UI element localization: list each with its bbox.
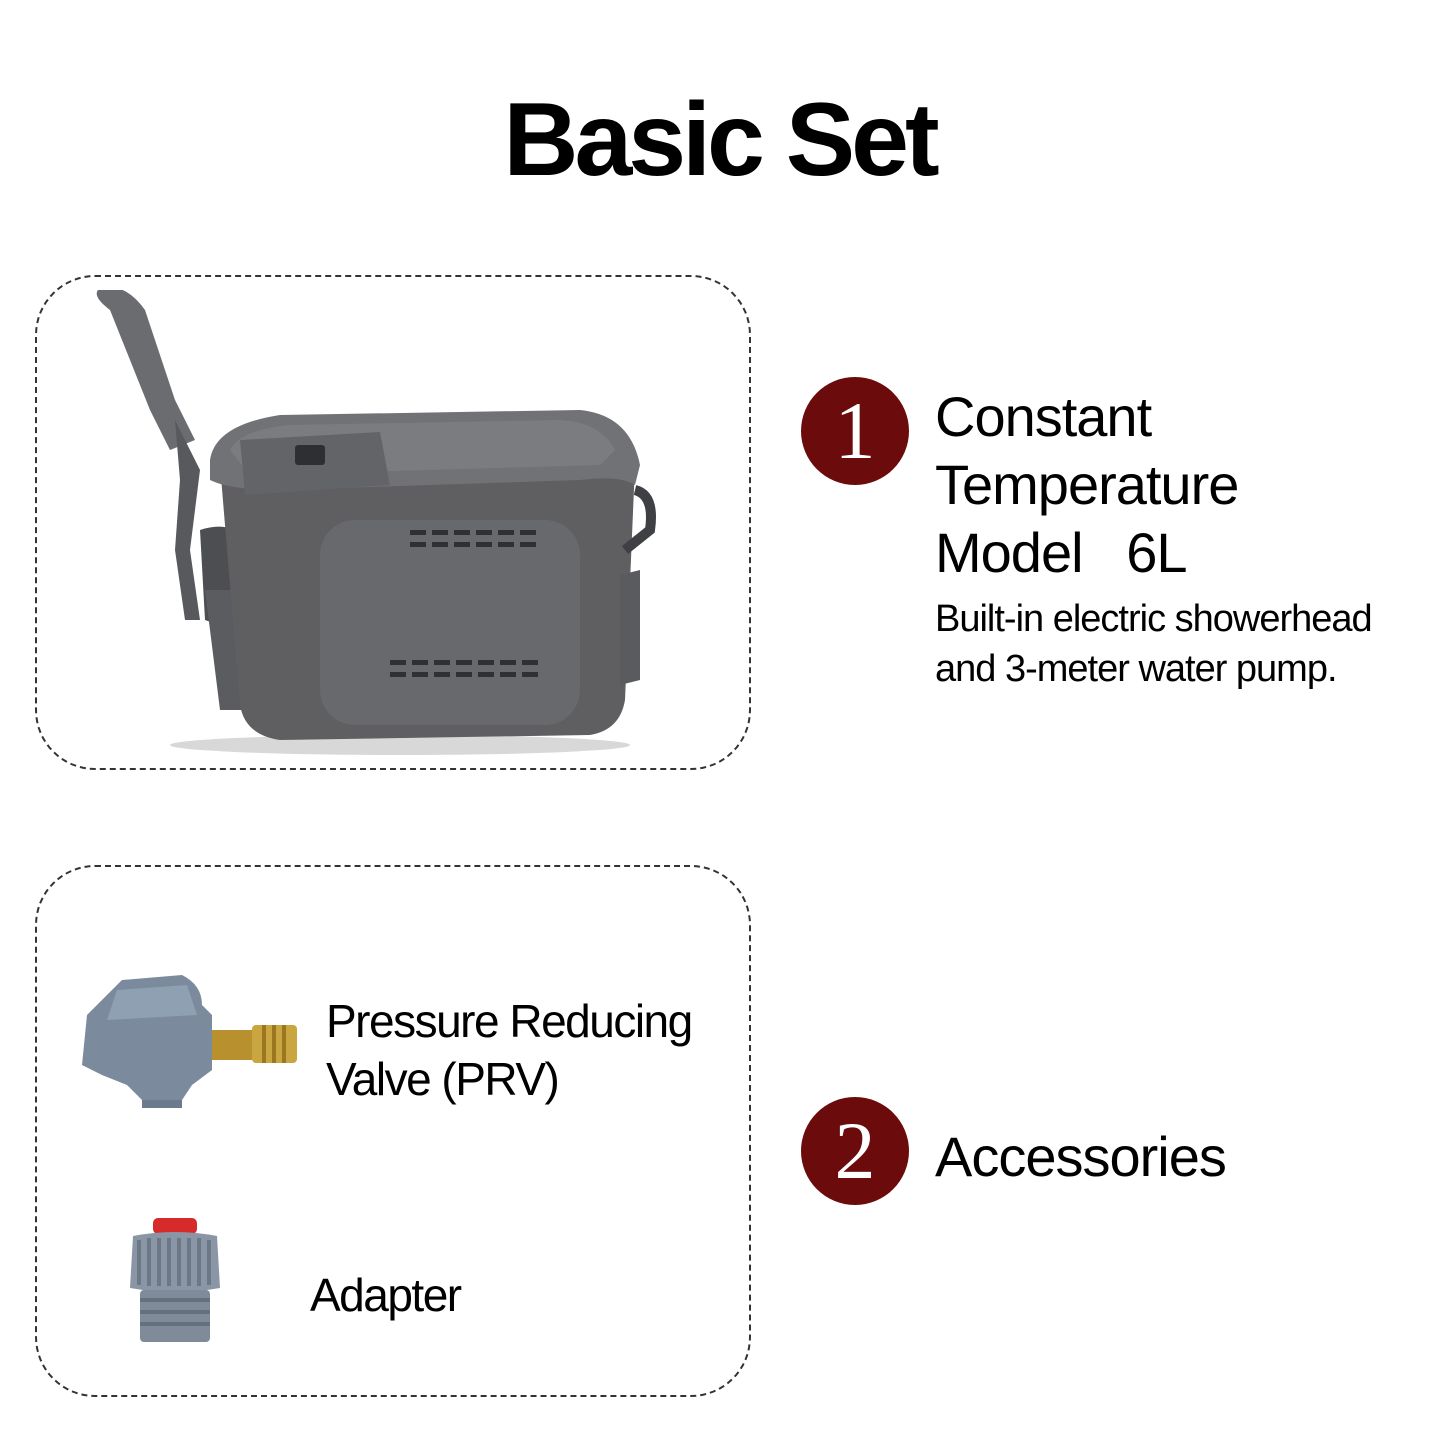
page-title: Basic Set — [503, 82, 939, 198]
step-number-2: 2 — [801, 1097, 909, 1205]
prv-label-line: Pressure Reducing — [326, 995, 693, 1047]
accessories-card — [35, 865, 751, 1397]
portable-shower-unit-image — [96, 290, 656, 755]
product-card — [35, 275, 751, 770]
item-1-description: Built-in electric showerhead and 3-meter… — [935, 598, 1373, 690]
prv-label-line: Valve (PRV) — [326, 1053, 560, 1105]
item-1-title-line: Constant — [935, 385, 1152, 448]
item-2-title: Accessories — [935, 1125, 1227, 1188]
adapter-icon — [130, 1218, 220, 1342]
item-1-title-line: Temperature — [935, 453, 1239, 516]
step-number-1: 1 — [801, 377, 909, 485]
item-1-title: Constant Temperature Model 6L — [935, 383, 1415, 587]
item-1-title-line: Model 6L — [935, 521, 1188, 584]
pressure-valve-icon — [82, 975, 297, 1108]
pressure-reducing-valve-label: Pressure Reducing Valve (PRV) — [326, 992, 746, 1108]
adapter-label: Adapter — [310, 1269, 462, 1321]
